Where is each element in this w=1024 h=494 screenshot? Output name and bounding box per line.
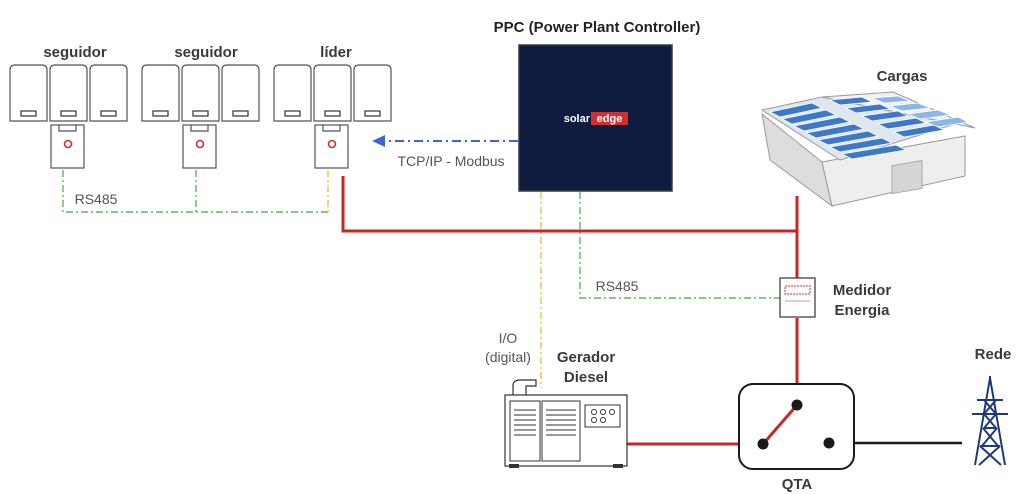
rs485-right-label: RS485 xyxy=(596,278,639,294)
ppc-label: PPC (Power Plant Controller) xyxy=(494,19,701,36)
genset-label-line2: Diesel xyxy=(564,369,608,386)
svg-text:solar: solar xyxy=(564,113,591,125)
io-label-line1: I/O xyxy=(499,330,518,346)
grid-tower: Rede xyxy=(972,346,1012,466)
leader-label: líder xyxy=(320,44,352,61)
tcp-modbus-link xyxy=(372,135,518,147)
tcp-modbus-label: TCP/IP - Modbus xyxy=(397,153,504,169)
ppc-controller: PPC (Power Plant Controller) solar edge xyxy=(494,19,701,192)
loads-label: Cargas xyxy=(877,68,928,85)
qta-label: QTA xyxy=(782,476,813,493)
follower-2-label: seguidor xyxy=(174,44,238,61)
rs485-bus-left xyxy=(62,170,328,213)
follower-inverter-group-2: seguidor xyxy=(141,44,260,169)
io-label-line2: (digital) xyxy=(485,349,531,365)
solaredge-logo: solar edge xyxy=(564,112,628,125)
grid-label: Rede xyxy=(975,346,1012,363)
energy-meter: Medidor Energia xyxy=(779,277,891,319)
genset-label-line1: Gerador xyxy=(557,349,616,366)
diesel-generator: I/O (digital) Gerador Diesel xyxy=(485,330,628,468)
meter-label-line1: Medidor xyxy=(833,282,891,299)
svg-text:edge: edge xyxy=(597,113,623,125)
loads-building: Cargas xyxy=(760,68,976,208)
rs485-left-label: RS485 xyxy=(75,191,118,207)
qta-transfer-switch: QTA xyxy=(738,383,855,493)
meter-label-line2: Energia xyxy=(834,302,890,319)
follower-inverter-group-1: seguidor xyxy=(9,44,128,169)
rs485-meter-link xyxy=(579,192,780,299)
follower-1-label: seguidor xyxy=(43,44,107,61)
leader-inverter-group: líder xyxy=(273,44,392,169)
